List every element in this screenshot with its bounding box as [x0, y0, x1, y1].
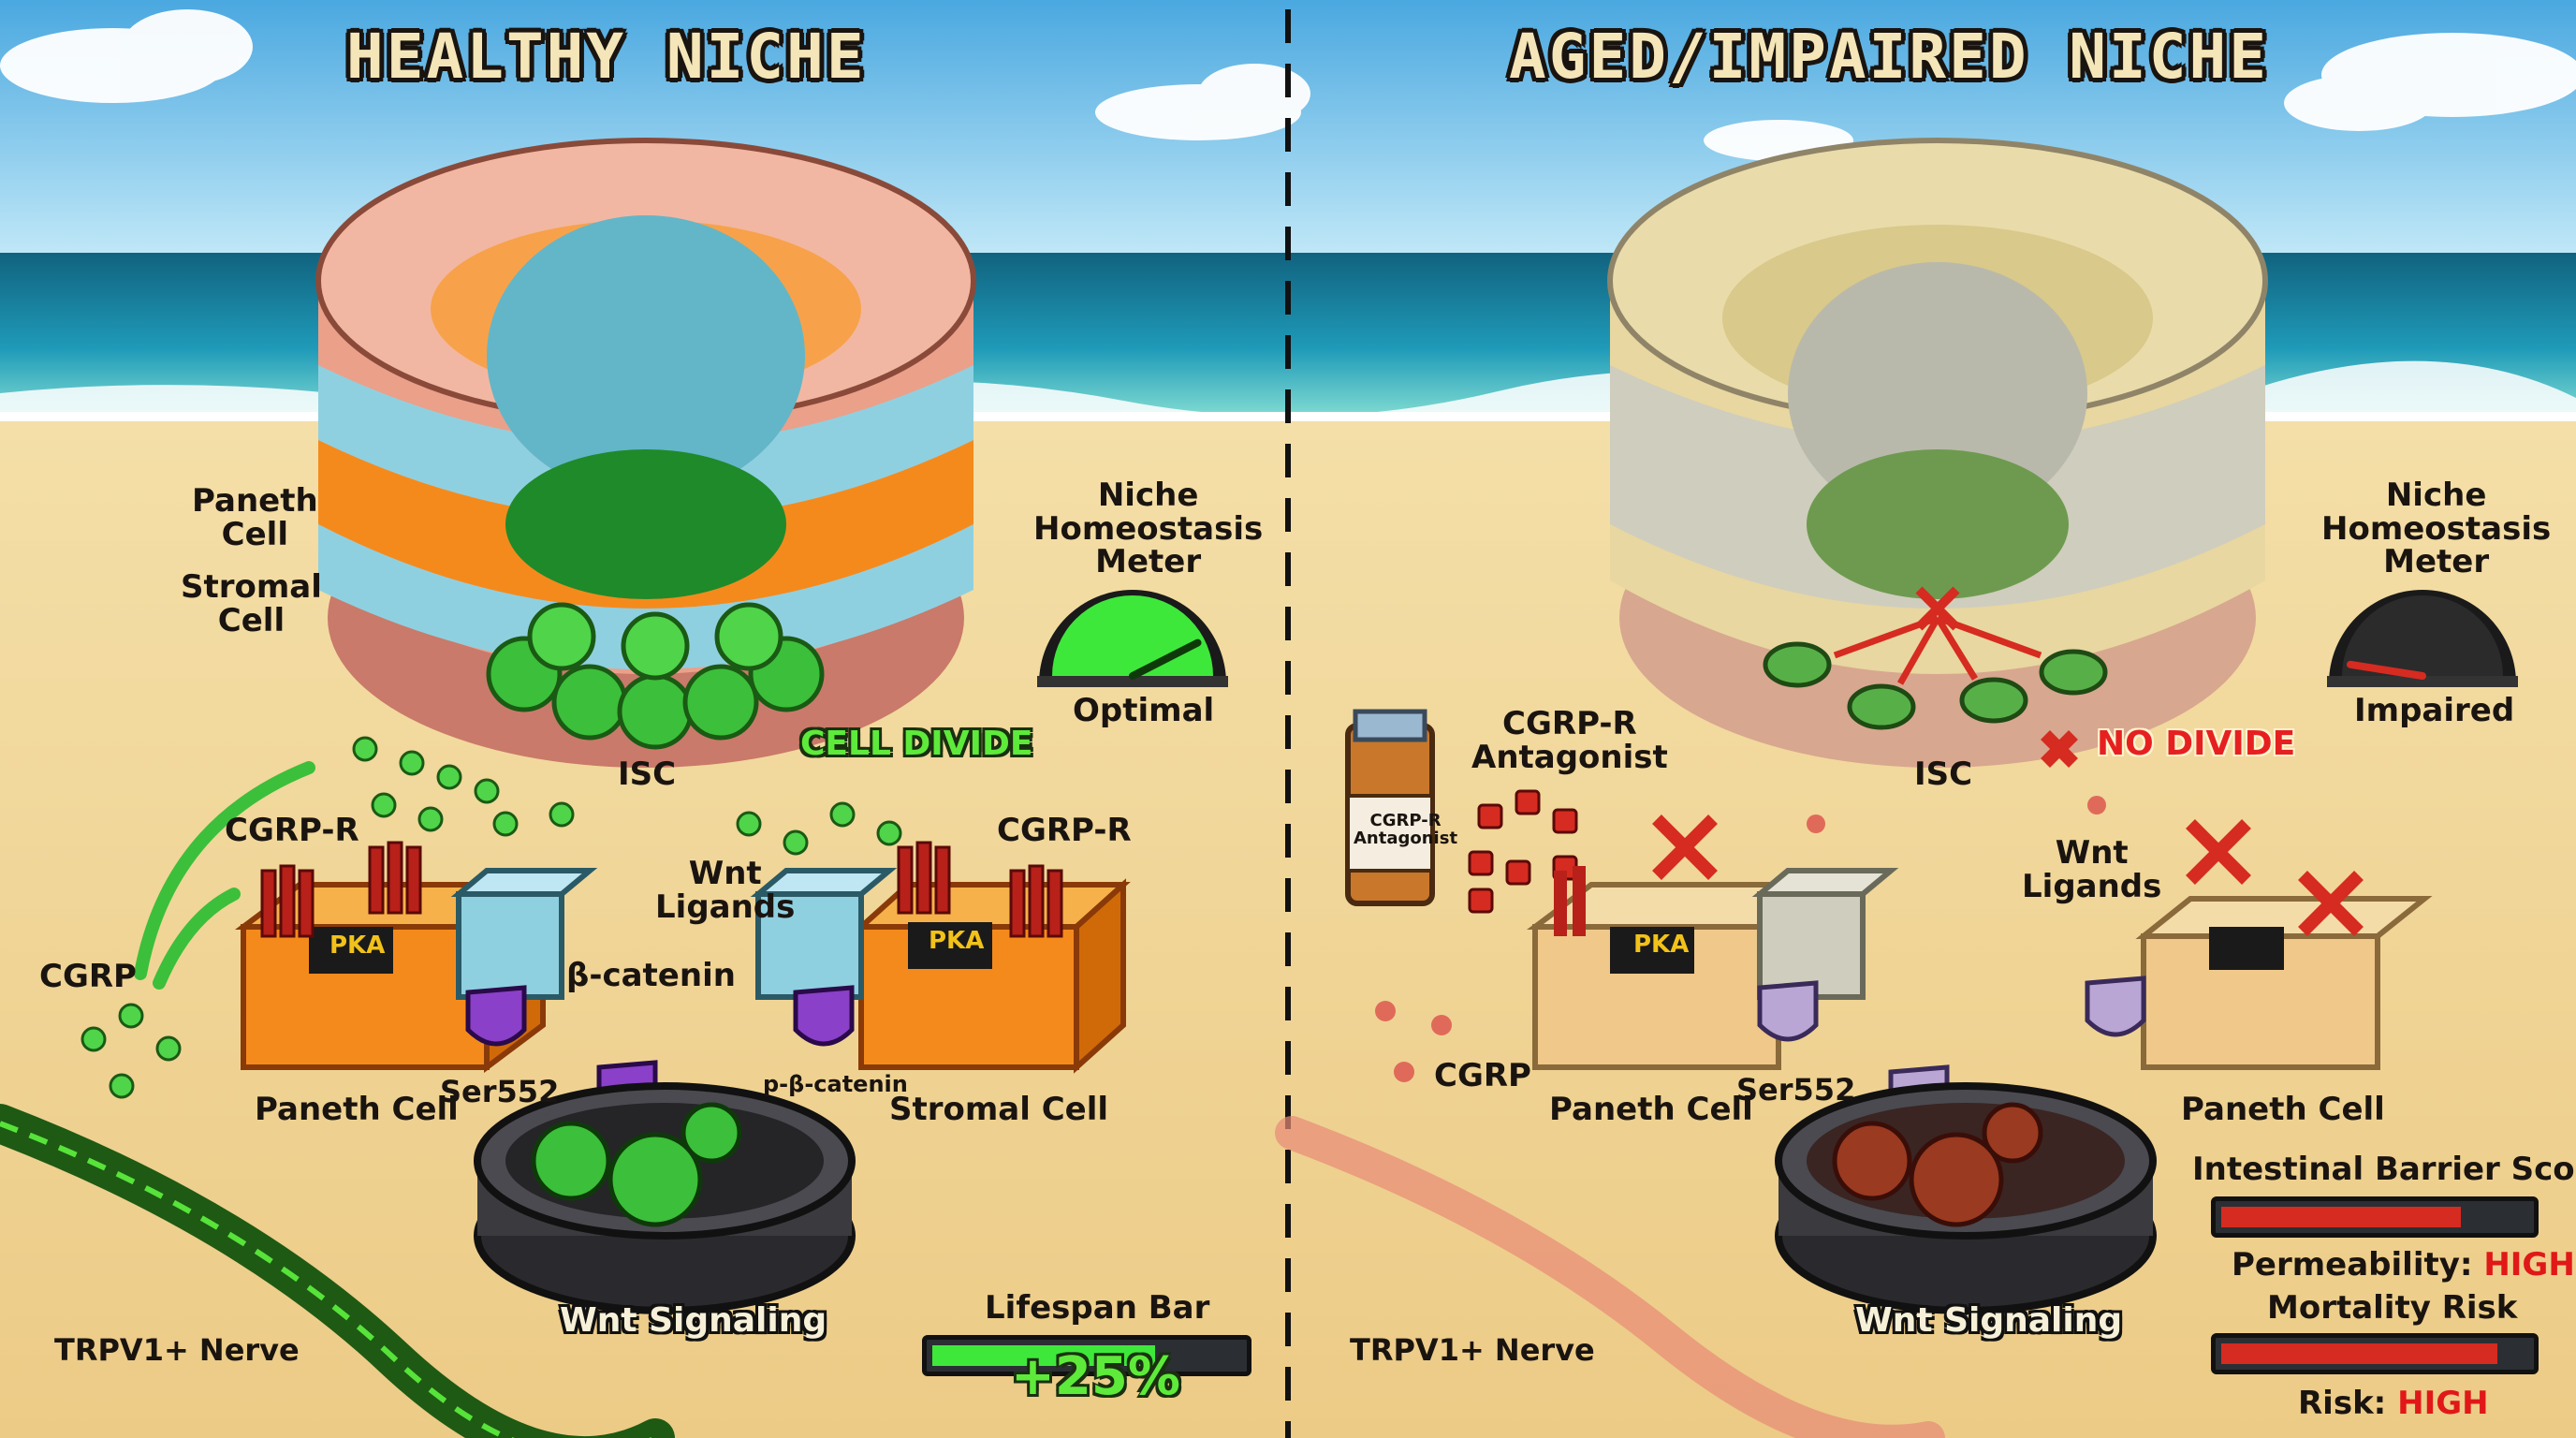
ser552-label: Ser552 — [440, 1074, 560, 1109]
meter-status-label: Optimal — [1073, 692, 1215, 729]
cgrp-r-antagonist-label: CGRP-R Antagonist — [1471, 705, 1668, 776]
lifespan-value-label: +25% — [1011, 1346, 1180, 1407]
cgrp-faint-dots — [1375, 796, 2106, 1082]
risk-label: Risk: — [2298, 1385, 2398, 1422]
aged-wnt-signaling-label: Wnt Signaling — [1855, 1301, 2123, 1340]
lifespan-bar-fill — [932, 1345, 1155, 1366]
aged-homeostasis-meter — [2327, 590, 2518, 687]
x-mark-icon — [1652, 730, 2364, 936]
barrier-bar-fill — [2221, 1207, 2461, 1227]
aged-wnt-dish — [1775, 1082, 2157, 1314]
aged-paneth-cell-left — [1527, 866, 1843, 1070]
aged-isc-label: ISC — [1914, 756, 1973, 793]
pka-right-label: PKA — [929, 927, 985, 955]
aged-niche-title: AGED/IMPAIRED NICHE — [1509, 21, 2269, 93]
healthy-ligand-cube — [750, 868, 898, 1000]
meter-title-label: Niche Homeostasis Meter — [1033, 477, 1264, 581]
permeability-value: HIGH — [2483, 1246, 2575, 1284]
gear-icon — [531, 1102, 742, 1227]
healthy-signal-dots — [80, 736, 902, 1099]
rusty-gear-icon — [1832, 1102, 2043, 1227]
healthy-homeostasis-meter — [1037, 590, 1228, 687]
aged-pka-label: PKA — [1633, 931, 1690, 959]
healthy-crypt — [315, 138, 976, 768]
healthy-stromal-cube — [450, 868, 598, 1000]
barrier-title-label: Intestinal Barrier Score — [2192, 1151, 2576, 1188]
trpv1-nerve-label: TRPV1+ Nerve — [54, 1332, 300, 1368]
wnt-ligands-label: Wnt Ligands — [655, 855, 796, 926]
wnt-signaling-label: Wnt Signaling — [560, 1301, 827, 1340]
healthy-stromal-cell — [854, 841, 1131, 1074]
cell-divide-label: CELL DIVIDE — [800, 725, 1033, 763]
paneth-cell-side-label: Paneth Cell — [192, 482, 318, 553]
cgrp-r-receptor — [260, 841, 422, 938]
p-beta-catenin-label: p-β-catenin — [763, 1071, 908, 1097]
aged-isc-cells — [1763, 641, 2108, 730]
no-divide-label: NO DIVIDE — [2097, 725, 2296, 763]
risk-line: Risk: HIGH — [2298, 1387, 2489, 1421]
cgrp-label: CGRP — [39, 958, 137, 995]
aged-trpv1-nerve-label: TRPV1+ Nerve — [1350, 1332, 1595, 1368]
aged-paneth-cell-right-label: Paneth Cell — [2181, 1091, 2385, 1128]
aged-ser552-label: Ser552 — [1736, 1072, 1856, 1108]
cgrp-arrows — [134, 761, 315, 990]
bottle-label: CGRP-R Antagonist — [1354, 811, 1458, 848]
lifespan-bar — [922, 1335, 1251, 1376]
aged-wnt-ligands-label: Wnt Ligands — [2022, 834, 2162, 905]
cgrp-r-left-label: CGRP-R — [225, 812, 359, 849]
aged-paneth-cell-left-label: Paneth Cell — [1549, 1091, 1753, 1128]
mortality-title-label: Mortality Risk — [2267, 1289, 2518, 1327]
stromal-cell-label: Stromal Cell — [889, 1091, 1109, 1128]
mortality-bar — [2211, 1333, 2539, 1374]
healthy-niche-title: HEALTHY NICHE — [346, 21, 867, 93]
cgrp-r-right-label: CGRP-R — [997, 812, 1132, 849]
isc-cluster — [486, 602, 825, 750]
risk-value: HIGH — [2397, 1385, 2489, 1422]
aged-crypt — [1607, 138, 2268, 768]
trpv1-nerve-aged — [1275, 1116, 1945, 1438]
aged-meter-status-label: Impaired — [2354, 692, 2515, 729]
pka-left-label: PKA — [329, 932, 386, 960]
permeability-label: Permeability: — [2232, 1246, 2484, 1284]
healthy-wnt-dish — [474, 1082, 856, 1314]
isc-label: ISC — [618, 756, 677, 793]
cloud — [0, 9, 2576, 161]
paneth-cell-label: Paneth Cell — [255, 1091, 459, 1128]
stromal-cell-side-label: Stromal Cell — [181, 568, 322, 639]
mortality-bar-fill — [2221, 1343, 2498, 1364]
barrier-bar — [2211, 1196, 2539, 1238]
aged-meter-title-label: Niche Homeostasis Meter — [2321, 477, 2552, 581]
permeability-line: Permeability: HIGH — [2232, 1246, 2575, 1284]
cgrp-r-receptor-right — [897, 841, 1063, 938]
beta-catenin-label: β-catenin — [566, 957, 736, 994]
aged-cgrp-label: CGRP — [1434, 1057, 1531, 1094]
antagonist-bottle — [1345, 709, 1435, 906]
x-mark-icon — [1915, 586, 1960, 631]
lifespan-title-label: Lifespan Bar — [985, 1289, 1210, 1327]
